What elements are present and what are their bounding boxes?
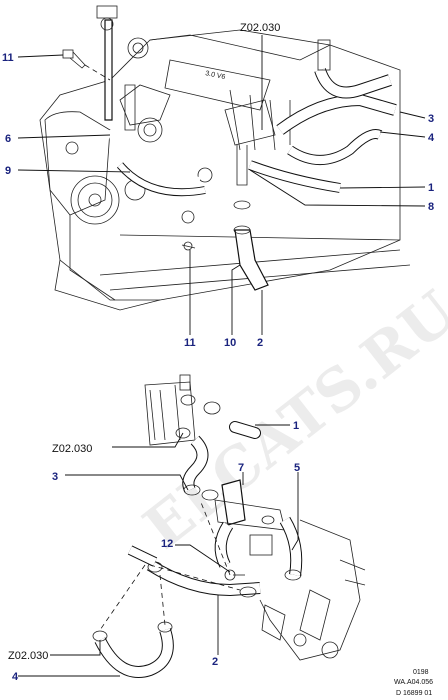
engine-block-drawing: 3.0 V6 [39, 5, 411, 311]
callout-9: 9 [5, 165, 11, 177]
leaders-bottom [18, 424, 299, 677]
callout-2-bottom: 2 [212, 656, 218, 668]
footer-code-3: D 16899 01 [396, 690, 432, 697]
callout-11-top: 11 [2, 52, 14, 64]
callout-11-bottom: 11 [184, 337, 196, 349]
callout-12: 12 [161, 538, 173, 550]
callout-1-mid: 1 [293, 420, 299, 432]
callout-1-top: 1 [428, 182, 434, 194]
callout-7: 7 [238, 462, 244, 474]
callout-4-bottom: 4 [12, 671, 19, 683]
callout-2-top: 2 [257, 337, 263, 349]
callout-3-top: 3 [428, 113, 434, 125]
ref-label-bottom: Z02.030 [8, 650, 48, 662]
callout-3-mid: 3 [52, 471, 58, 483]
footer-code-2: WA.A04.056 [394, 679, 433, 686]
bottom-detail-drawing [92, 374, 366, 678]
ref-label-mid: Z02.030 [52, 443, 92, 455]
leaders-top [17, 35, 426, 335]
callout-6: 6 [5, 133, 11, 145]
hoses-top [62, 39, 397, 291]
callout-4-top: 4 [428, 132, 435, 144]
svg-text:3.0 V6: 3.0 V6 [205, 70, 226, 81]
ref-label-top: Z02.030 [240, 22, 280, 34]
callout-10: 10 [224, 337, 236, 349]
callout-5: 5 [294, 462, 300, 474]
footer-code-1: 0198 [413, 669, 429, 676]
callout-8: 8 [428, 201, 434, 213]
